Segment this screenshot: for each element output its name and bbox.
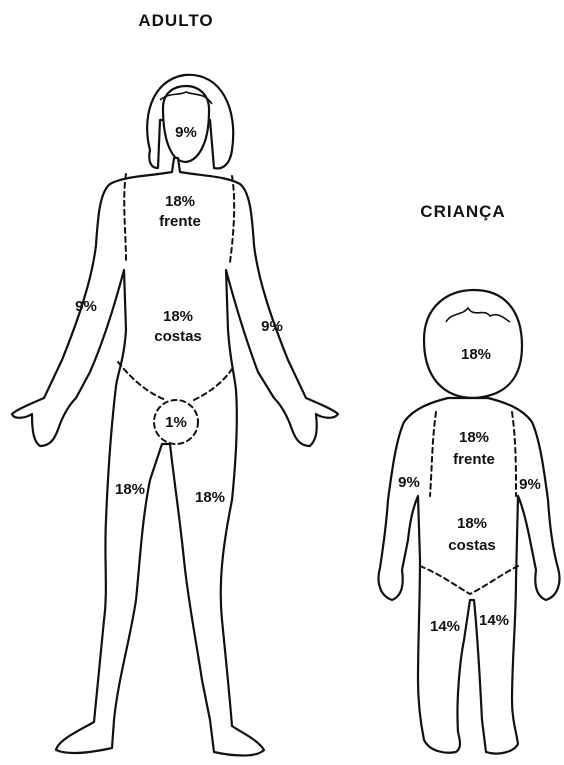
- child-right-arm-percent: 9%: [519, 476, 541, 493]
- adult-body: [12, 158, 338, 756]
- adult-chest-percent: 18%: [165, 193, 195, 210]
- child-head-percent: 18%: [461, 346, 491, 363]
- adult-left-leg-percent: 18%: [115, 481, 145, 498]
- adult-title: ADULTO: [138, 11, 213, 30]
- child-title: CRIANÇA: [420, 202, 505, 221]
- child-left-leg-percent: 14%: [430, 618, 460, 635]
- child-chest-percent: 18%: [459, 429, 489, 446]
- child-head: [424, 290, 522, 398]
- adult-back-percent: 18%: [163, 308, 193, 325]
- adult-right-leg-percent: 18%: [195, 489, 225, 506]
- child-back-percent: 18%: [457, 515, 487, 532]
- child-left-arm-percent: 9%: [398, 474, 420, 491]
- child-back-label: costas: [448, 537, 496, 554]
- child-chest-label: frente: [453, 451, 495, 468]
- child-right-leg-percent: 14%: [479, 612, 509, 629]
- adult-left-arm-percent: 9%: [75, 298, 97, 315]
- adult-genital-percent: 1%: [165, 414, 187, 431]
- adult-right-arm-percent: 9%: [261, 318, 283, 335]
- adult-head-percent: 9%: [175, 124, 197, 141]
- adult-chest-label: frente: [159, 213, 201, 230]
- adult-back-label: costas: [154, 328, 202, 345]
